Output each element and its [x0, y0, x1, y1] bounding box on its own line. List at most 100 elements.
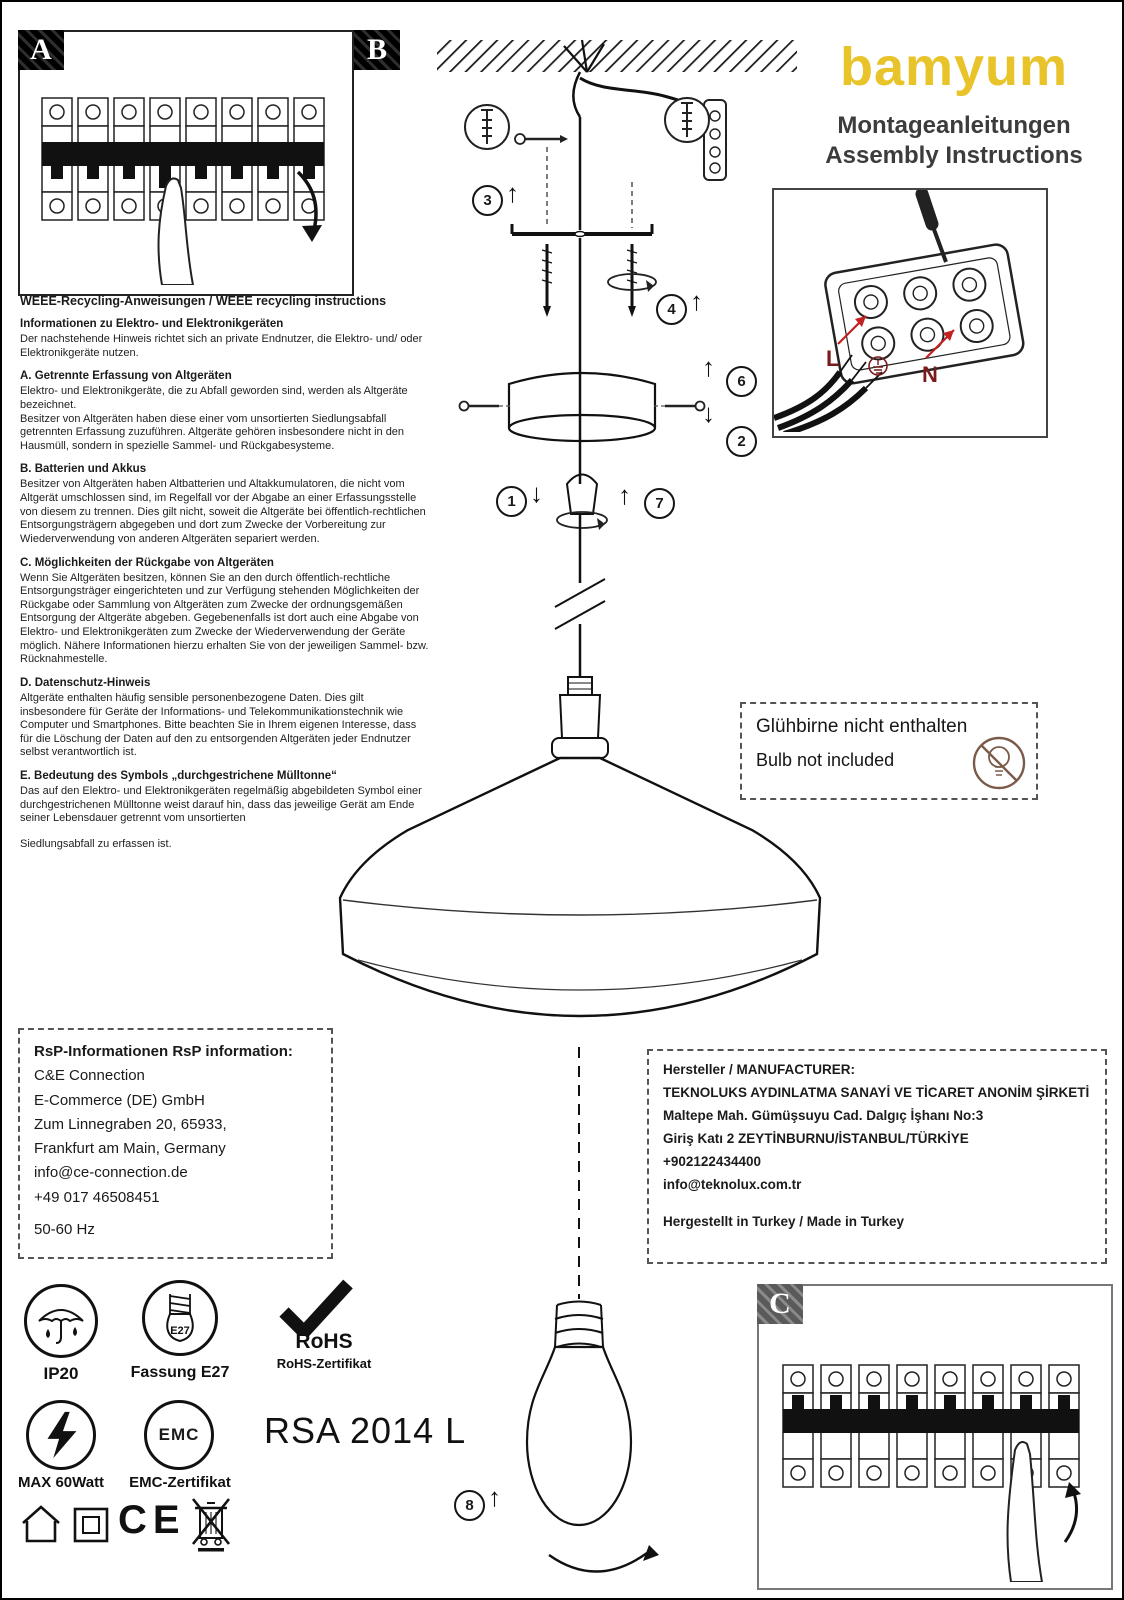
terminal-n-label: N: [922, 362, 938, 387]
ce-mark: CE: [118, 1498, 186, 1542]
manufacturer-title: Hersteller / MANUFACTURER:: [663, 1062, 856, 1077]
bulb-illustration: [525, 1047, 659, 1573]
bulb-glass: [525, 1345, 633, 1527]
weee-section-body: Besitzer von Altgeräten haben Altbatteri…: [20, 478, 426, 545]
rsp-line: E-Commerce (DE) GmbH: [34, 1091, 205, 1109]
bulb-not-included-box: Glühbirne nicht enthalten Bulb not inclu…: [740, 702, 1038, 800]
step-3-marker: 3: [472, 185, 503, 216]
emc-cert-label: EMC-Zertifikat: [129, 1474, 231, 1491]
wire: [776, 377, 855, 431]
ceiling-hatch: [437, 40, 797, 72]
manufacturer-line: Maltepe Mah. Gümüşsuyu Cad. Dalgıç İşhan…: [663, 1107, 984, 1123]
rsp-line: Zum Linnegraben 20, 65933,: [34, 1115, 227, 1133]
step-8-marker: 8: [454, 1490, 485, 1521]
step-3-number: 3: [483, 192, 492, 209]
step-8-number: 8: [465, 1497, 474, 1514]
weee-footer: Siedlungsabfall zu erfassen ist.: [20, 837, 172, 850]
manufacturer-box: Hersteller / MANUFACTURER: TEKNOLUKS AYD…: [647, 1049, 1107, 1264]
wiring-detail-panel: L N: [772, 188, 1048, 438]
panel-a: A: [18, 30, 354, 296]
step-4-marker: 4: [656, 294, 687, 325]
checkmark-icon: [279, 1279, 353, 1336]
weee-section-heading: E. Bedeutung des Symbols „durchgestriche…: [20, 770, 337, 782]
rsp-info-box: RsP-Informationen RsP information: C&E C…: [18, 1028, 333, 1259]
house-icon: [22, 1505, 60, 1543]
step-1-marker: 1: [496, 486, 527, 517]
crossed-bin-icon: [191, 1498, 231, 1552]
finger-press-icon: [1006, 1441, 1044, 1582]
weee-section-body: Das auf den Elektro- und Elektronikgerät…: [20, 785, 422, 825]
weee-section-heading: D. Datenschutz-Hinweis: [20, 676, 151, 689]
rsp-line: info@ce-connection.de: [34, 1164, 188, 1182]
terminal-block-illustration: L N: [774, 190, 1025, 432]
subtitle-german: Montageanleitungen: [837, 112, 1071, 139]
max-watt-label: MAX 60Watt: [17, 1474, 105, 1491]
step-1-number: 1: [507, 493, 516, 510]
assembly-diagram: [338, 39, 822, 1018]
arrow-up-icon: ↑: [488, 1482, 501, 1512]
weee-section-body: Wenn Sie Altgeräten besitzen, können Sie…: [20, 571, 429, 666]
finger-press-icon: [157, 177, 195, 285]
lamp-holder: [551, 676, 609, 759]
arrow-up-icon: ↑: [690, 286, 703, 316]
breaker-off-illustration: [41, 97, 325, 285]
turn-on-arrow-icon: [1063, 1489, 1079, 1543]
weee-section-heading: A. Getrennte Erfassung von Altgeräten: [20, 370, 232, 383]
lightning-icon: [47, 1411, 77, 1459]
panel-c: C: [757, 1284, 1113, 1590]
weee-section-heading: B. Batterien und Akkus: [20, 463, 147, 476]
screwdriver-icon: [915, 190, 939, 231]
step-7-marker: 7: [644, 488, 675, 519]
lamp-shade: [338, 756, 822, 1018]
breaker-on-illustration: [782, 1364, 1081, 1582]
weee-section-body: Der nachstehende Hinweis richtet sich an…: [20, 333, 423, 359]
no-bulb-icon: [972, 736, 1026, 790]
panel-a-label: A: [18, 30, 64, 70]
double-insulation-icon: [73, 1507, 109, 1543]
weee-section-heading: C. Möglichkeiten der Rückgabe von Altger…: [20, 556, 274, 569]
manufacturer-line: +902122434400: [663, 1153, 761, 1169]
rotate-arrow: [607, 273, 657, 291]
step-4-number: 4: [667, 301, 676, 318]
manufacturer-line: TEKNOLUKS AYDINLATMA SANAYİ VE TİCARET A…: [663, 1084, 1090, 1100]
weee-section-heading: Informationen zu Elektro- und Elektronik…: [20, 318, 284, 330]
wire: [774, 370, 843, 421]
manufacturer-line: Giriş Katı 2 ZEYTİNBURNU/İSTANBUL/TÜRKİY…: [663, 1130, 969, 1146]
e27-bulb-icon: E27: [166, 1294, 194, 1343]
earth-symbol-icon: [868, 356, 888, 376]
terminal-l-label: L: [826, 346, 839, 371]
bulb-notice-de: Glühbirne nicht enthalten: [756, 716, 968, 737]
rsp-line: 50-60 Hz: [34, 1221, 95, 1239]
screw-in-rotation-arrow: [548, 1552, 648, 1573]
rohs-cert-label: RoHS-Zertifikat: [276, 1356, 372, 1371]
cable-break-symbol: [554, 578, 606, 630]
arrow-down-icon: ↓: [702, 398, 715, 428]
e27-text: E27: [170, 1325, 190, 1337]
bulb-screw-cap: [554, 1300, 604, 1348]
max-watt-badge: [26, 1400, 96, 1470]
rsp-line: C&E Connection: [34, 1067, 145, 1085]
rsp-line: Frankfurt am Main, Germany: [34, 1140, 226, 1158]
turn-off-arrow-icon: [296, 170, 318, 231]
rohs-title: RoHS: [295, 1330, 353, 1353]
rotate-arrow: [556, 511, 608, 529]
rsp-line: +49 017 46508451: [34, 1188, 160, 1206]
arrow-up-icon: ↑: [506, 178, 519, 208]
step-6-number: 6: [737, 373, 746, 390]
wire: [783, 385, 869, 432]
rsp-title: RsP-Informationen RsP information:: [34, 1043, 293, 1060]
step-7-number: 7: [655, 495, 664, 512]
panel-b-label: B: [354, 30, 400, 70]
arrow-down-icon: ↓: [530, 478, 543, 508]
supply-wires: [563, 39, 605, 73]
weee-title: WEEE-Recycling-Anweisungen / WEEE recycl…: [20, 294, 387, 308]
e27-socket-badge: E27: [142, 1280, 218, 1356]
weee-section-body: Altgeräte enthalten häufig sensible pers…: [20, 691, 417, 759]
socket-label: Fassung E27: [130, 1364, 230, 1381]
made-in-line: Hergestellt in Turkey / Made in Turkey: [663, 1213, 905, 1229]
subtitle-english: Assembly Instructions: [825, 142, 1083, 169]
emc-badge: EMC: [144, 1400, 214, 1470]
weee-text-column: WEEE-Recycling-Anweisungen / WEEE recycl…: [20, 294, 432, 861]
manufacturer-line: info@teknolux.com.tr: [663, 1176, 802, 1192]
